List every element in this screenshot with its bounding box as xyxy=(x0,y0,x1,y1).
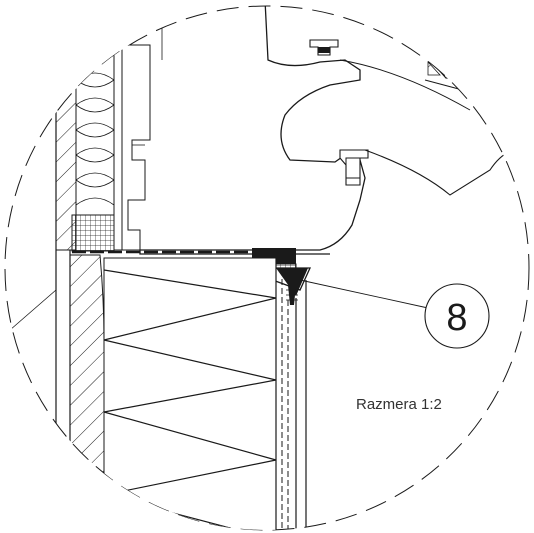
masonry-wall xyxy=(9,59,105,481)
frame-boards xyxy=(113,6,163,251)
insulation-upper xyxy=(75,44,115,216)
mesh-block xyxy=(71,214,115,252)
window-frame-profile xyxy=(139,6,529,255)
cladding-boards xyxy=(275,258,307,530)
scale-label: Razmera 1:2 xyxy=(356,396,442,413)
callout-leader xyxy=(299,279,429,309)
callout-badge: 8 xyxy=(424,283,490,349)
insulation-lower xyxy=(103,257,277,530)
detail-boundary-circle xyxy=(4,5,530,531)
callout-number: 8 xyxy=(446,297,467,339)
